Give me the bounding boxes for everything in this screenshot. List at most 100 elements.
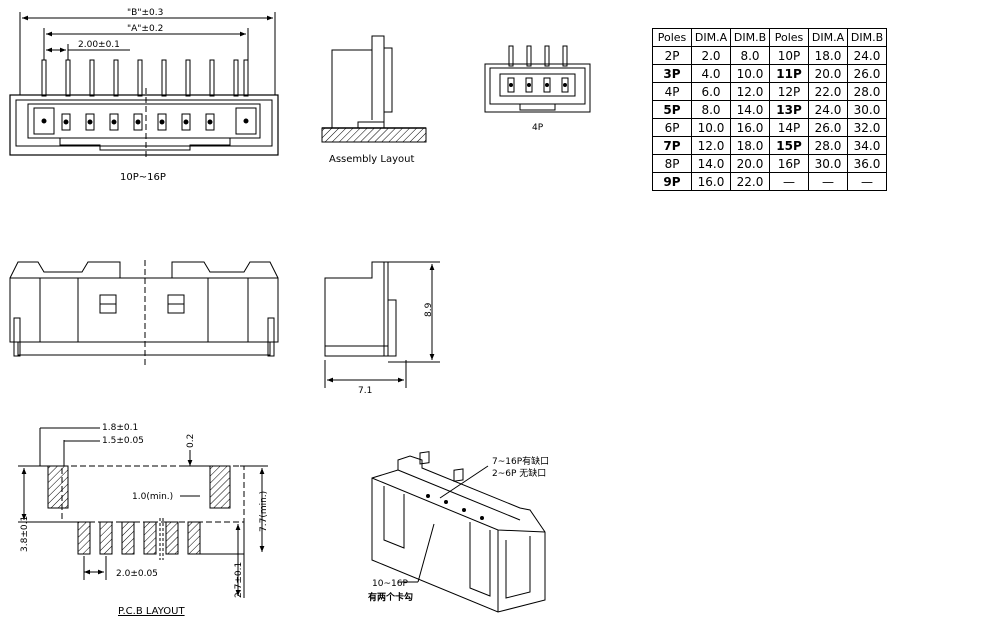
dim-b-cell: 26.0: [847, 64, 887, 83]
dim-b-cell: 28.0: [847, 82, 887, 101]
dim-a-cell: 22.0: [808, 82, 848, 101]
poles-cell: 16P: [769, 154, 809, 173]
dim-a-cell: 16.0: [691, 172, 731, 191]
dim-a-cell: —: [808, 172, 848, 191]
pad-4: [143, 521, 157, 555]
dim-b-cell: 30.0: [847, 100, 887, 119]
small-4p-view: [484, 45, 591, 113]
assembly-view: [321, 35, 427, 143]
pcb-d1-label: 1.8±0.1: [102, 423, 138, 433]
dim-b-cell: 18.0: [730, 136, 770, 155]
pad-6: [187, 521, 201, 555]
poles-cell: 6P: [652, 118, 692, 137]
top-pins: [41, 59, 249, 97]
pcb-layout: [18, 427, 268, 598]
pcb-d8-label: 2.7±0.1: [234, 562, 244, 598]
poles-cell: 3P: [652, 64, 692, 83]
dim-a-cell: 26.0: [808, 118, 848, 137]
dim-b-cell: 36.0: [847, 154, 887, 173]
side-view: [324, 261, 440, 388]
poles-cell: 13P: [769, 100, 809, 119]
dim-a-cell: 18.0: [808, 46, 848, 65]
dim-b-cell: 32.0: [847, 118, 887, 137]
dim-b-cell: 12.0: [730, 82, 770, 101]
dim-b-cell: —: [847, 172, 887, 191]
dim-b-cell: 10.0: [730, 64, 770, 83]
pitch-label: 2.00±0.1: [78, 40, 120, 50]
header-dim-a: DIM.A: [691, 28, 731, 47]
top-view: [9, 12, 279, 160]
header-dim-a-2: DIM.A: [808, 28, 848, 47]
top-housing: [9, 94, 279, 156]
top-view-label: 10P~16P: [120, 172, 166, 183]
front-view: [9, 260, 279, 365]
poles-cell: 4P: [652, 82, 692, 101]
pcb-title: P.C.B LAYOUT: [118, 606, 185, 617]
iso-note-10-16: 10~16P: [372, 579, 408, 589]
dim-a-cell: 6.0: [691, 82, 731, 101]
poles-cell: 8P: [652, 154, 692, 173]
pcb-d2-label: 1.5±0.05: [102, 436, 144, 446]
dim-a-label: "A"±0.2: [127, 24, 163, 34]
pcb-d6-label: 7.7(min.): [259, 491, 269, 532]
iso-note-no-notch-2-6: 2~6P 无缺口: [492, 467, 546, 479]
pcb-d3-label: 0.2: [186, 434, 196, 448]
pad-3: [121, 521, 135, 555]
pad-2: [99, 521, 113, 555]
dim-b-label: "B"±0.3: [127, 8, 163, 18]
dim-a-cell: 8.0: [691, 100, 731, 119]
poles-cell: 12P: [769, 82, 809, 101]
poles-cell: 9P: [652, 172, 692, 191]
poles-cell: 7P: [652, 136, 692, 155]
poles-cell: 10P: [769, 46, 809, 65]
pad-large-right: [209, 465, 231, 509]
poles-cell: 5P: [652, 100, 692, 119]
pad-5: [165, 521, 179, 555]
dim-b-cell: 24.0: [847, 46, 887, 65]
poles-cell: 2P: [652, 46, 692, 65]
header-dim-b-2: DIM.B: [847, 28, 887, 47]
assembly-label: Assembly Layout: [329, 154, 414, 165]
front-housing: [9, 277, 279, 343]
dim-a-cell: 10.0: [691, 118, 731, 137]
poles-cell: 14P: [769, 118, 809, 137]
dim-b-cell: 16.0: [730, 118, 770, 137]
dim-a-cell: 20.0: [808, 64, 848, 83]
dim-b-cell: 34.0: [847, 136, 887, 155]
dim-a-cell: 12.0: [691, 136, 731, 155]
pcb-d4-label: 1.0(min.): [132, 492, 173, 502]
dim-b-cell: 22.0: [730, 172, 770, 191]
poles-cell: 11P: [769, 64, 809, 83]
dim-a-cell: 4.0: [691, 64, 731, 83]
top-contacts: [41, 113, 249, 131]
poles-cell: —: [769, 172, 809, 191]
dim-b-cell: 8.0: [730, 46, 770, 65]
dim-a-cell: 24.0: [808, 100, 848, 119]
header-poles-2: Poles: [769, 28, 809, 47]
dim-a-cell: 14.0: [691, 154, 731, 173]
table-header-row: Poles DIM.A DIM.B Poles DIM.A DIM.B: [652, 28, 887, 47]
poles-cell: 15P: [769, 136, 809, 155]
dim-a-cell: 30.0: [808, 154, 848, 173]
iso-view: [371, 451, 546, 613]
small-view-label: 4P: [532, 123, 544, 133]
dim-b-cell: 20.0: [730, 154, 770, 173]
side-height-label: 8.9: [424, 302, 434, 317]
header-poles: Poles: [652, 28, 692, 47]
header-dim-b: DIM.B: [730, 28, 770, 47]
dim-a-cell: 28.0: [808, 136, 848, 155]
iso-note-two-hooks: 有两个卡勾: [368, 591, 413, 603]
dim-a-cell: 2.0: [691, 46, 731, 65]
pad-large-left: [47, 465, 69, 509]
